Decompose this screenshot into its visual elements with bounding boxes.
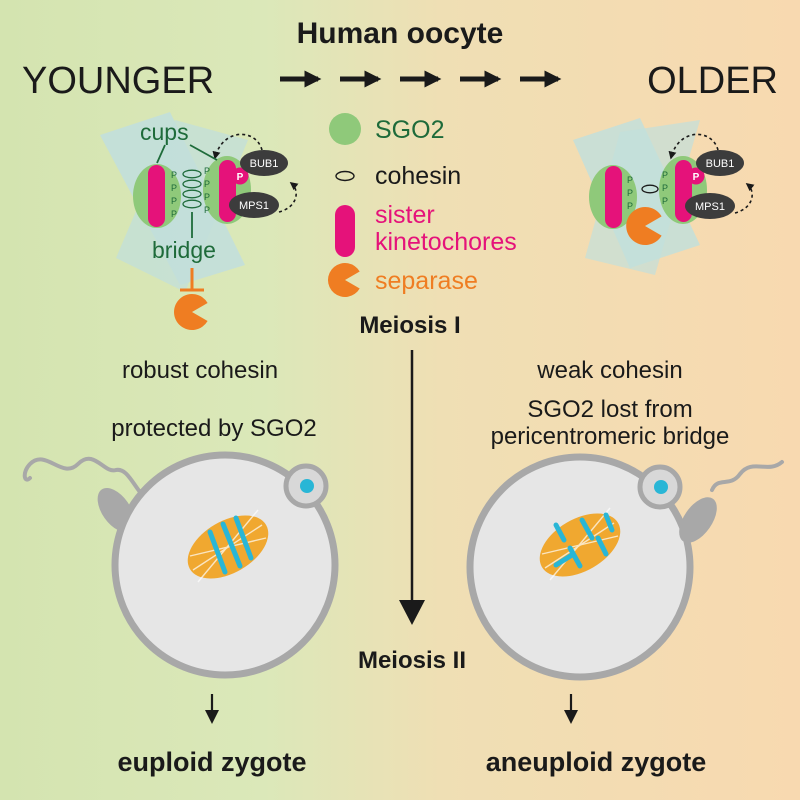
phospho-mark: P [171,209,177,219]
kinetochore-legend-label-1: sister [375,201,435,229]
sgo2-legend-label: SGO2 [375,116,444,144]
kinetochore-left [605,166,622,228]
separase-legend-swatch [327,263,360,298]
feedback-arrow [278,182,299,213]
sperm-tail [22,456,142,494]
phosphorylated-kinetochore-mark [687,167,705,185]
phospho-mark: P [204,166,210,176]
cohesin-ring [182,189,202,199]
bridge-label: bridge [152,237,216,263]
phospho-mark: P [627,175,633,185]
old-caption-2a: SGO2 lost from [527,396,692,423]
cohesin-ring [182,179,202,189]
cohesin-ring [182,199,202,209]
phospho-mark: P [662,183,668,193]
cohesin-legend-swatch [335,170,355,182]
axis-label-younger: YOUNGER [22,60,214,102]
meiosis-arrow-head [399,600,425,625]
old-bivalent: P P P P P P P BUB1 MPS1 [573,118,755,275]
legend: SGO2 cohesin sister kinetochores separas… [327,113,517,298]
separase-inhibited [174,294,208,331]
aligned-chromosomes [207,515,254,575]
sperm-head [679,497,717,543]
feedback-arrow [734,183,755,214]
spindle-fibers [189,509,267,583]
phospho-mark: P [204,205,210,215]
young-bivalent: P P P P P P P P P BUB1 MPS1 cups bridge [100,112,299,331]
kinetochore-legend-label-2: kinetochores [375,228,517,256]
cups-pointer [156,144,166,164]
mps1-label: MPS1 [695,201,725,213]
bub1-kinase [696,150,744,176]
old-egg-group [466,453,784,681]
phospho-mark: P [627,201,633,211]
cohesin-legend-label: cohesin [375,162,461,190]
phospho-mark: P [662,196,668,206]
old-caption-2b: pericentromeric bridge [491,423,730,450]
old-caption-1: weak cohesin [536,357,682,384]
cups-pointer [189,144,218,161]
phospho-mark: P [204,179,210,189]
phospho-mark: P [171,196,177,206]
mps1-label: MPS1 [239,200,269,212]
misaligned-chromosomes [553,512,615,569]
mps1-kinase [229,192,279,218]
outcome-arrow-head [564,710,578,724]
phospho-mark: P [662,170,668,180]
phospho-mark: P [693,172,700,183]
phosphorylated-kinetochore-mark [231,167,249,185]
cohesin-ring [182,169,202,179]
phospho-mark: P [171,170,177,180]
kinetochore-left [148,165,165,227]
feedback-arrow [212,133,263,160]
bub1-label: BUB1 [250,158,279,170]
phospho-mark: P [204,192,210,202]
cups-label: cups [140,119,189,145]
outcome-arrow-head [205,710,219,724]
axis-label-older: OLDER [647,60,778,102]
old-outcome: aneuploid zygote [486,747,707,777]
meiosis-1-label: Meiosis I [359,312,460,339]
polar-body-chromosomes [300,479,314,493]
polar-body-chromosomes [654,480,668,494]
meiosis-2-label: Meiosis II [358,647,466,674]
sgo2-legend-swatch [329,113,361,145]
phospho-mark: P [627,188,633,198]
title: Human oocyte [297,17,504,50]
young-caption-1: robust cohesin [122,357,278,384]
separase-active [626,207,662,246]
cohesin-ring [641,184,659,194]
separase-legend-label: separase [375,267,478,295]
sperm-tail [710,460,784,492]
mps1-kinase [685,193,735,219]
kinetochore-legend-swatch [335,205,355,257]
young-egg-group [22,451,339,679]
spindle-fibers [541,507,619,581]
young-outcome: euploid zygote [118,747,307,777]
phospho-mark: P [237,172,244,183]
bub1-label: BUB1 [706,158,735,170]
kinetochore-right [219,160,236,222]
young-caption-2: protected by SGO2 [111,415,316,442]
feedback-arrow [668,133,719,160]
phospho-mark: P [171,183,177,193]
bub1-kinase [240,150,288,176]
